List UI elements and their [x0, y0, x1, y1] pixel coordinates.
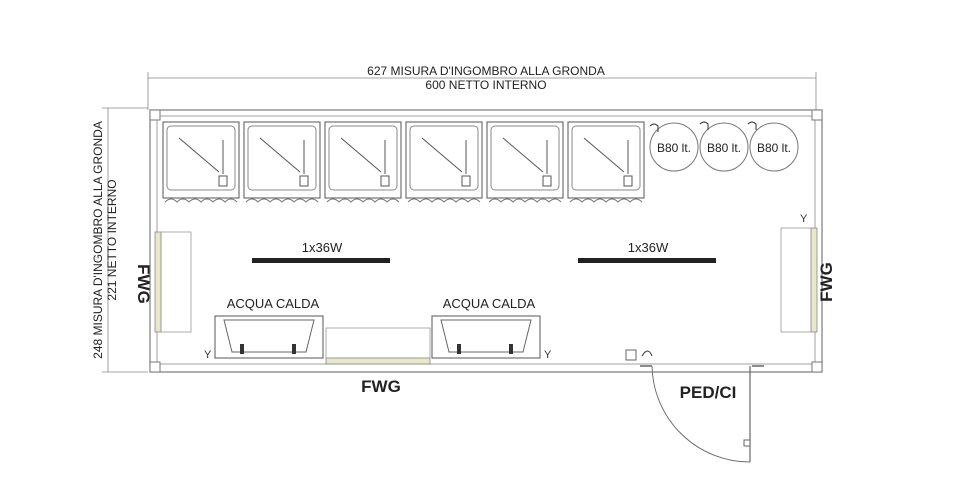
side-internal-dimension: 221 NETTO INTERNO: [105, 179, 119, 300]
shower-cubicle: [567, 121, 645, 203]
side-overall-dimension: 248 MISURA D'INGOMBRO ALLA GRONDA: [91, 121, 105, 359]
shower-cubicle: [324, 121, 402, 203]
wall-label-right: FWG: [817, 262, 836, 302]
svg-text:Y: Y: [800, 213, 808, 225]
tank-label-1: B80 lt.: [657, 141, 691, 155]
wall-label-left: FWG: [134, 264, 153, 304]
sink-label-2: ACQUA CALDA: [443, 296, 536, 311]
top-overall-dimension: 627 MISURA D'INGOMBRO ALLA GRONDA: [367, 64, 605, 78]
tank-label-2: B80 lt.: [707, 141, 741, 155]
light-fixtures: 1x36W 1x36W: [252, 240, 716, 263]
sink-label-1: ACQUA CALDA: [227, 296, 320, 311]
shower-cubicles: [162, 121, 645, 203]
door-label: PED/CI: [680, 383, 737, 402]
wall-label-bottom: FWG: [361, 377, 401, 396]
svg-text:Y: Y: [544, 349, 552, 361]
top-internal-dimension: 600 NETTO INTERNO: [425, 78, 546, 92]
right-window: [780, 227, 818, 333]
boiler-tanks: B80 lt. B80 lt. B80 lt.: [649, 121, 799, 172]
bottom-window: [325, 327, 431, 365]
side-dimension: 248 MISURA D'INGOMBRO ALLA GRONDA 221 NE…: [91, 107, 148, 373]
light-label-1: 1x36W: [302, 240, 343, 255]
tank-label-3: B80 lt.: [757, 141, 791, 155]
shower-cubicle: [162, 121, 240, 203]
sinks: ACQUA CALDA ACQUA CALDA Y Y Y: [204, 213, 808, 361]
light-label-2: 1x36W: [628, 240, 669, 255]
shower-cubicle: [243, 121, 321, 203]
top-dimension: 627 MISURA D'INGOMBRO ALLA GRONDA 600 NE…: [147, 64, 817, 110]
shower-cubicle: [486, 121, 564, 203]
left-window: [154, 231, 192, 333]
svg-text:Y: Y: [204, 349, 212, 361]
shower-cubicle: [405, 121, 483, 203]
entrance-door: [625, 349, 764, 463]
